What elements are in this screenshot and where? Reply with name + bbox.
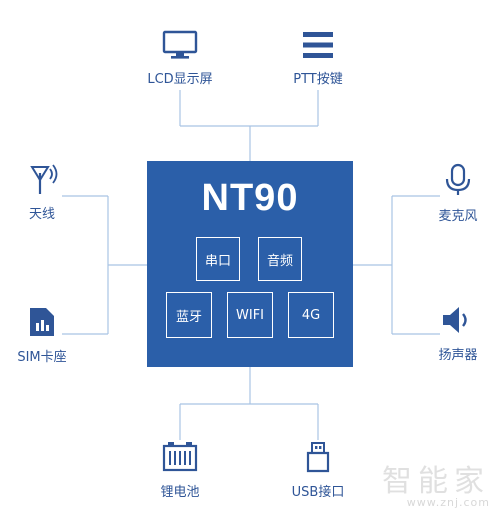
antenna-node: 天线 bbox=[12, 163, 72, 222]
module-4g: 4G bbox=[288, 292, 334, 338]
watermark-brand: 智能家 bbox=[382, 464, 490, 499]
usb-label: USB接口 bbox=[291, 485, 345, 500]
speaker-node: 扬声器 bbox=[426, 304, 490, 363]
nt90-chip-block: NT90 串口 音频 蓝牙 WIFI 4G bbox=[147, 161, 353, 367]
chip-title: NT90 bbox=[201, 177, 299, 219]
ptt-node: PTT按键 bbox=[278, 30, 358, 87]
battery-icon bbox=[162, 442, 198, 472]
mic-label: 麦克风 bbox=[438, 209, 478, 224]
usb-node: USB接口 bbox=[278, 441, 358, 500]
lcd-node: LCD显示屏 bbox=[140, 30, 220, 87]
menu-bars-icon bbox=[303, 32, 333, 58]
sim-card-icon bbox=[30, 308, 54, 336]
module-bluetooth: 蓝牙 bbox=[166, 292, 212, 338]
lcd-label: LCD显示屏 bbox=[147, 72, 213, 87]
usb-plug-icon bbox=[306, 442, 330, 473]
sim-node: SIM卡座 bbox=[4, 306, 80, 365]
microphone-icon bbox=[445, 163, 471, 195]
speaker-icon bbox=[443, 307, 467, 333]
mic-node: 麦克风 bbox=[426, 163, 490, 224]
module-wifi: WIFI bbox=[227, 292, 273, 338]
battery-node: 锂电池 bbox=[144, 441, 216, 500]
antenna-label: 天线 bbox=[28, 207, 55, 222]
watermark-url: www.znj.com bbox=[406, 496, 490, 509]
module-serial: 串口 bbox=[196, 237, 240, 281]
antenna-icon bbox=[30, 164, 58, 194]
module-audio: 音频 bbox=[258, 237, 302, 281]
sim-label: SIM卡座 bbox=[17, 350, 67, 365]
ptt-label: PTT按键 bbox=[293, 72, 343, 87]
monitor-icon bbox=[162, 30, 198, 59]
watermark: 智能家 www.znj.com bbox=[382, 456, 490, 509]
speaker-label: 扬声器 bbox=[438, 348, 478, 363]
battery-label: 锂电池 bbox=[160, 485, 200, 500]
